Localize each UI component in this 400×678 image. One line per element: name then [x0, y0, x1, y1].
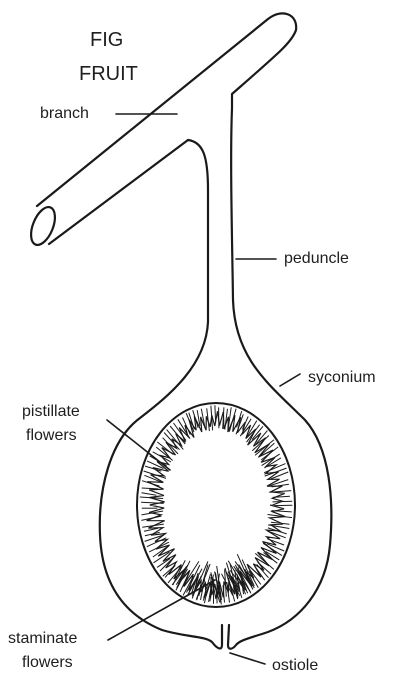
label-ostiole: ostiole — [272, 657, 318, 674]
branch-shape — [37, 13, 296, 244]
pistillate-flower — [141, 516, 161, 520]
label-staminate-line-1: staminate — [8, 630, 77, 647]
pistillate-flower — [268, 525, 289, 529]
pistillate-flower — [142, 524, 164, 527]
pistillate-flower — [273, 501, 293, 502]
syconium-leader — [280, 374, 300, 386]
branch-cut-end — [26, 204, 60, 249]
ostiole-leader — [230, 653, 265, 664]
label-syconium: syconium — [308, 369, 376, 386]
title-line-1: FIG — [90, 29, 123, 51]
pistillate-flower — [261, 447, 278, 460]
pistillate-flower — [215, 405, 216, 422]
title-line-2: FRUIT — [79, 63, 138, 85]
pistillate-flower — [144, 528, 158, 531]
label-branch: branch — [40, 105, 89, 122]
pistillate-flower — [142, 493, 157, 495]
pistillate-flower — [271, 511, 291, 512]
label-pistillate-line-2: flowers — [26, 427, 77, 444]
label-peduncle: peduncle — [284, 250, 349, 267]
pistillate-flower — [142, 488, 158, 489]
label-pistillate-line-1: pistillate — [22, 403, 80, 420]
pistillate-flower — [273, 496, 290, 497]
label-staminate-line-2: flowers — [22, 654, 73, 671]
syconium-cavity — [137, 403, 295, 607]
staminate-leader — [108, 580, 215, 640]
